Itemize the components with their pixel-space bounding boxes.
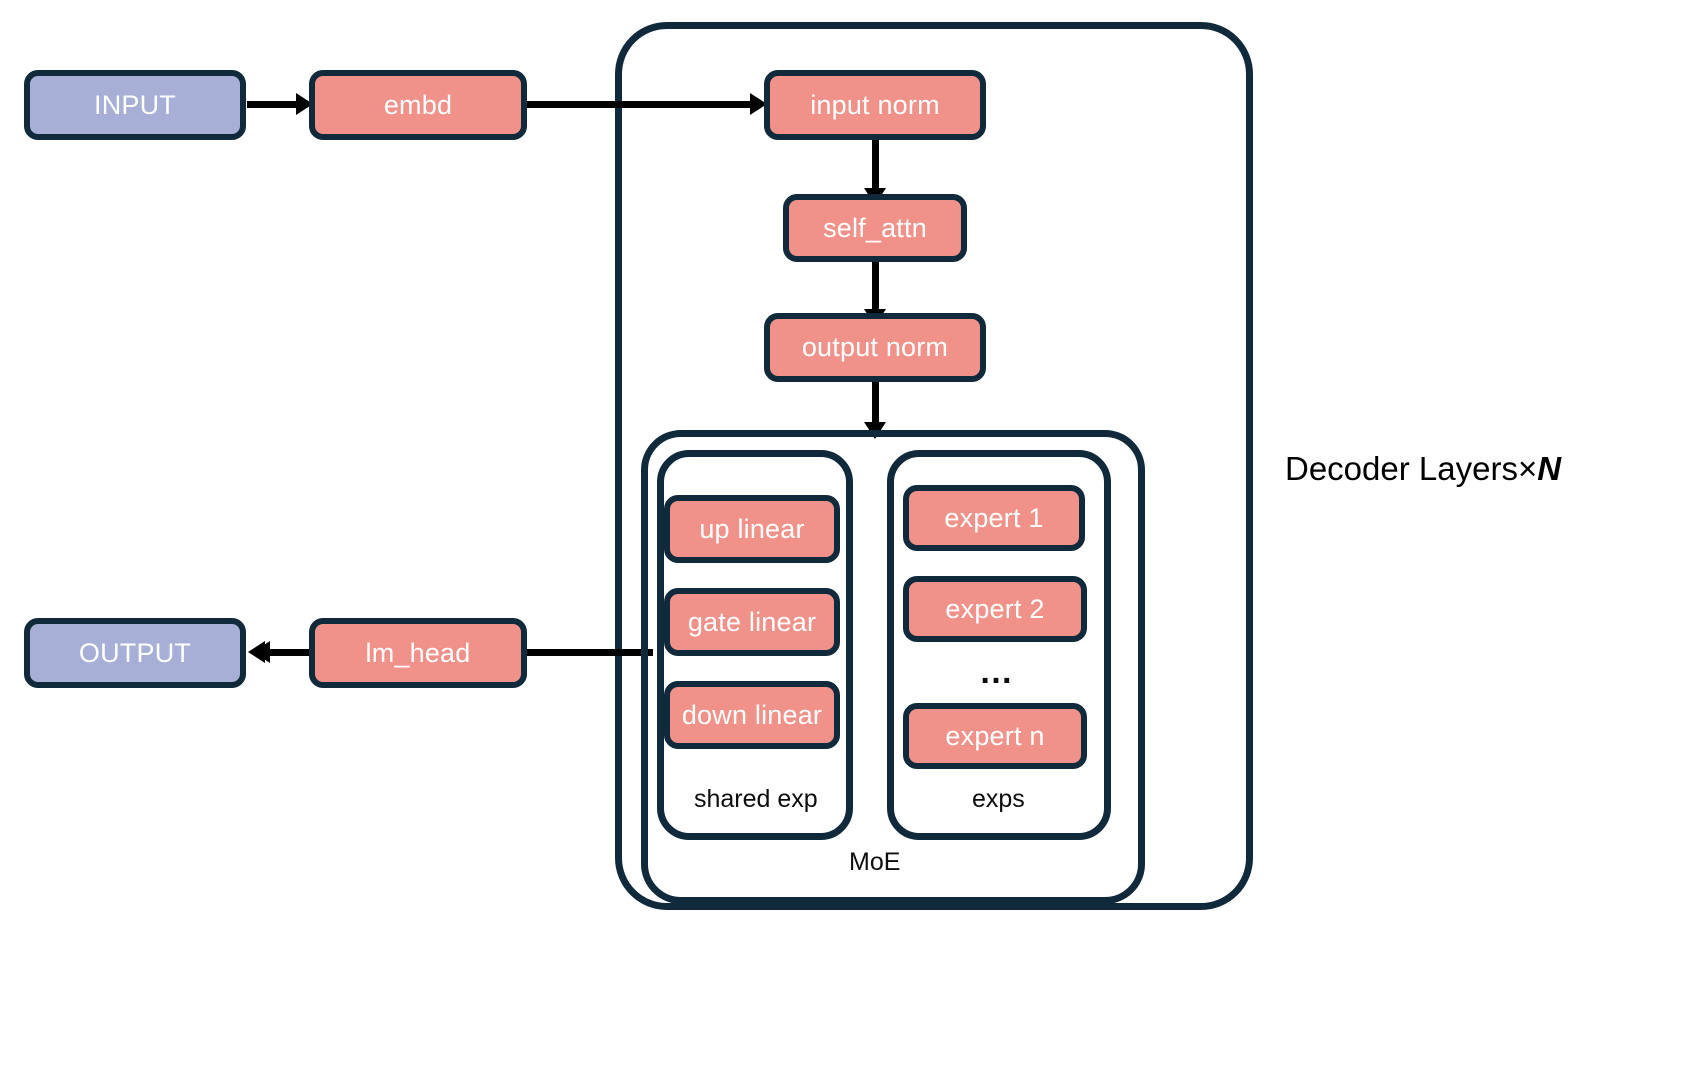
node-down-linear-label: down linear <box>681 699 823 730</box>
exps-label: exps <box>972 785 1025 813</box>
node-expert-1[interactable]: expert 1 <box>903 485 1085 551</box>
node-output-norm-label: output norm <box>801 332 949 362</box>
node-expert-n[interactable]: expert n <box>903 703 1087 769</box>
node-expert-2[interactable]: expert 2 <box>903 576 1087 642</box>
decoder-layers-label-prefix: Decoder Layers× <box>1285 450 1538 487</box>
node-input-label: INPUT <box>94 89 176 120</box>
node-input[interactable]: INPUT <box>24 70 246 140</box>
arrow-outputnorm-to-moe-line <box>872 379 879 431</box>
exps-container <box>887 450 1111 840</box>
node-output-label: OUTPUT <box>78 637 192 668</box>
shared-exp-label: shared exp <box>694 785 818 813</box>
arrow-inputnorm-to-selfattn-line <box>872 138 879 196</box>
node-embd[interactable]: embd <box>309 70 527 140</box>
node-expert-1-label: expert 1 <box>944 502 1044 533</box>
arrow-embd-to-inputnorm-head <box>750 93 767 115</box>
expert-ellipsis: … <box>979 653 1015 691</box>
node-self-attn[interactable]: self_attn <box>783 194 967 262</box>
arrow-lmhead-to-output-line <box>262 649 310 656</box>
node-lm-head[interactable]: lm_head <box>309 618 527 688</box>
node-output[interactable]: OUTPUT <box>24 618 246 688</box>
moe-container <box>641 430 1145 904</box>
decoder-layers-container <box>615 22 1253 910</box>
node-gate-linear-label: gate linear <box>687 606 817 637</box>
node-down-linear[interactable]: down linear <box>664 681 840 749</box>
arrow-embd-to-inputnorm-line <box>527 101 757 108</box>
node-expert-n-label: expert n <box>945 720 1045 751</box>
decoder-layers-label: Decoder Layers×N <box>1285 452 1561 485</box>
node-up-linear[interactable]: up linear <box>664 495 840 563</box>
node-gate-linear[interactable]: gate linear <box>664 588 840 656</box>
node-output-norm[interactable]: output norm <box>764 313 986 382</box>
arrow-input-to-embd-head <box>296 93 313 115</box>
arrow-input-to-embd-line <box>247 101 299 108</box>
node-expert-2-label: expert 2 <box>945 593 1045 624</box>
node-input-norm-label: input norm <box>810 89 940 120</box>
moe-label: MoE <box>849 848 901 876</box>
arrow-selfattn-to-outputnorm-line <box>872 259 879 317</box>
node-self-attn-label: self_attn <box>823 212 927 243</box>
node-up-linear-label: up linear <box>699 513 805 544</box>
shared-exp-container <box>657 450 853 840</box>
node-input-norm[interactable]: input norm <box>764 70 986 140</box>
node-embd-label: embd <box>383 89 453 120</box>
node-lm-head-label: lm_head <box>365 637 471 668</box>
decoder-layers-label-count: N <box>1537 450 1562 487</box>
arrow-lmhead-to-output-head <box>248 641 265 663</box>
